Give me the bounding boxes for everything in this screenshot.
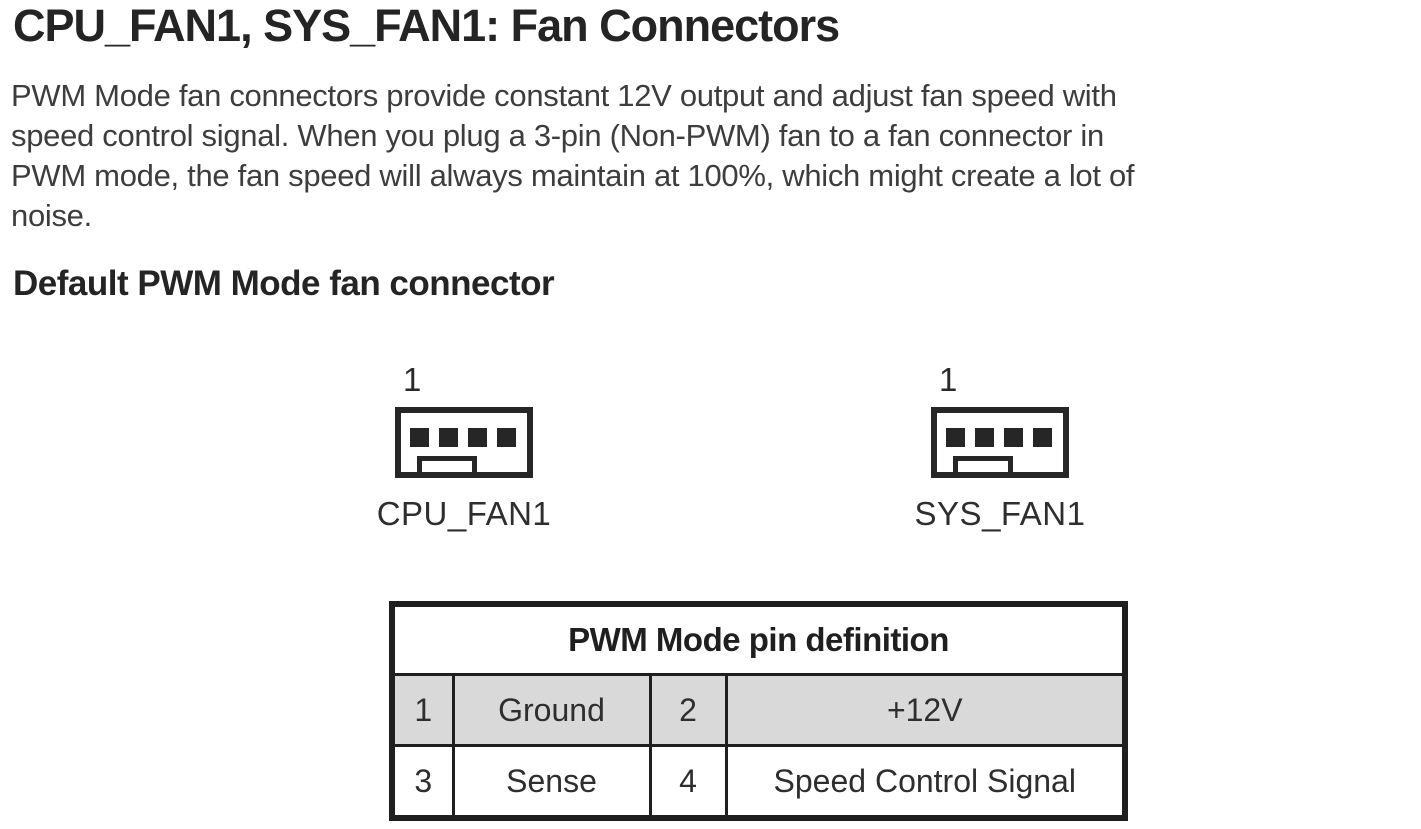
pin-signal-cell: Speed Control Signal (724, 744, 1127, 820)
pin-row (937, 413, 1063, 447)
connector-box (395, 407, 533, 478)
connector-label: CPU_FAN1 (376, 495, 552, 532)
pin-square (1033, 428, 1052, 447)
connector-box (931, 407, 1069, 478)
connector-diagram-cpu-fan1: 1 CPU_FAN1 (377, 361, 551, 532)
table-title: PWM Mode pin definition (390, 602, 1127, 676)
pin-signal-cell: Sense (451, 744, 652, 820)
table-row: 3 Sense 4 Speed Control Signal (390, 744, 1127, 820)
pin-square (439, 428, 458, 447)
table-row: 1 Ground 2 +12V (390, 673, 1127, 747)
pin-one-label: 1 (403, 361, 422, 398)
pin-square (497, 428, 516, 447)
pin-one-label: 1 (939, 361, 958, 398)
connector-label: SYS_FAN1 (914, 495, 1086, 532)
pin-square (975, 428, 994, 447)
pin-signal-cell: +12V (724, 673, 1127, 747)
pin-number-cell: 2 (648, 673, 728, 747)
pin-square (946, 428, 965, 447)
pin-number-cell: 1 (390, 673, 455, 747)
pin-square (410, 428, 429, 447)
pin-signal-cell: Ground (451, 673, 652, 747)
connector-notch (953, 456, 1013, 472)
page-title: CPU_FAN1, SYS_FAN1: Fan Connectors (13, 0, 840, 51)
connector-notch (417, 456, 477, 472)
pin-definition-table: PWM Mode pin definition 1 Ground 2 +12V … (389, 601, 1128, 821)
table-header-row: PWM Mode pin definition (390, 602, 1127, 676)
section-subtitle: Default PWM Mode fan connector (13, 264, 555, 303)
pin-square (468, 428, 487, 447)
intro-paragraph: PWM Mode fan connectors provide constant… (11, 78, 1135, 233)
connector-diagram-sys-fan1: 1 SYS_FAN1 (915, 361, 1085, 532)
pin-row (401, 413, 527, 447)
pin-square (1004, 428, 1023, 447)
pin-number-cell: 4 (648, 744, 728, 820)
pin-number-cell: 3 (390, 744, 455, 820)
